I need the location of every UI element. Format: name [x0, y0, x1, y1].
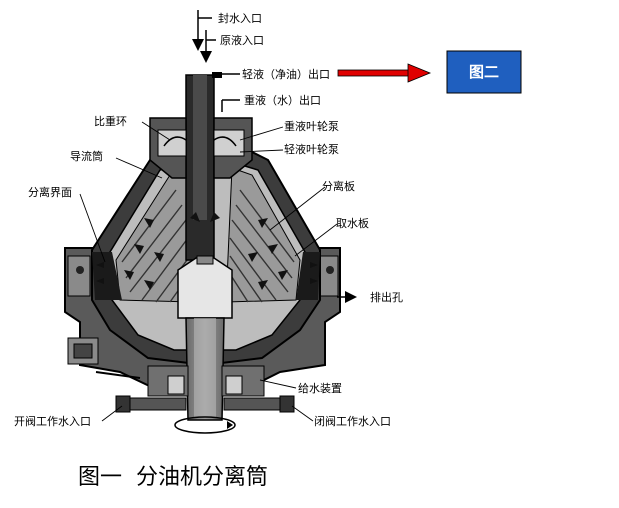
- water-supply-assembly: [115, 365, 295, 413]
- label-gravity-ring: 比重环: [94, 114, 127, 128]
- label-seal-water-inlet: 封水入口: [218, 11, 262, 25]
- label-water-supply: 给水装置: [298, 382, 342, 395]
- label-light-impeller: 轻液叶轮泵: [284, 142, 339, 156]
- figure-two-label: 图二: [469, 63, 499, 81]
- leader-lines: [79, 121, 338, 422]
- spindle: [174, 317, 236, 434]
- flow-arrows: [96, 262, 318, 284]
- label-light-liquid-outlet: 轻液（净油）出口: [242, 67, 330, 81]
- label-close-valve-inlet: 闭阀工作水入口: [314, 414, 391, 428]
- valve-block-left: [67, 337, 141, 379]
- figure-caption: 图一 分油机分离筒: [78, 465, 268, 490]
- label-water-plate: 取水板: [336, 216, 369, 230]
- label-guide-tube: 导流筒: [70, 149, 103, 163]
- disc-stack-left: [115, 167, 193, 303]
- label-discharge-hole: 排出孔: [370, 290, 403, 304]
- label-heavy-impeller: 重液叶轮泵: [284, 119, 339, 133]
- disc-stack-right: [225, 167, 301, 303]
- inlet-arrows: [192, 10, 357, 303]
- figure-two-pointer: [337, 63, 432, 83]
- label-interface: 分离界面: [28, 185, 72, 199]
- label-heavy-liquid-outlet: 重液（水）出口: [244, 93, 321, 107]
- label-raw-liquid-inlet: 原液入口: [220, 33, 264, 47]
- distributor: [177, 212, 233, 319]
- label-open-valve-inlet: 开阀工作水入口: [14, 414, 91, 428]
- figure-two-box: 图二: [446, 50, 522, 94]
- label-separator-disc: 分离板: [322, 179, 355, 193]
- feed-tube: [185, 72, 222, 261]
